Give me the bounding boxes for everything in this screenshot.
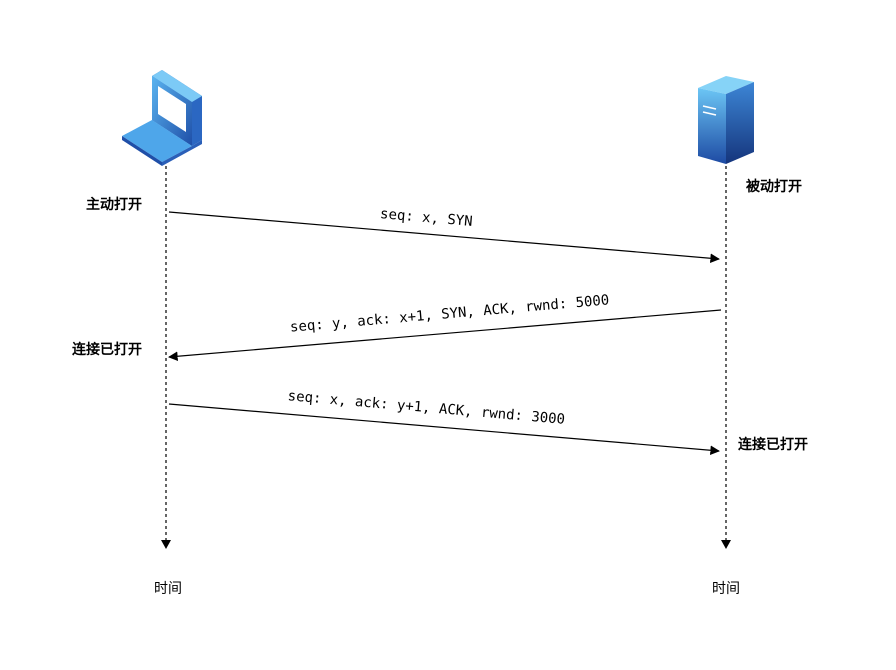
message-arrow-3 [168, 403, 720, 456]
message-arrow-1 [168, 211, 720, 264]
message-label-3: seq: x, ack: y+1, ACK, rwnd: 3000 [287, 388, 566, 428]
client-state-open: 主动打开 [86, 197, 142, 213]
laptop-icon [122, 70, 202, 166]
server-lifeline-arrow [721, 540, 731, 549]
server-state-open: 被动打开 [746, 179, 802, 195]
server-time-label: 时间 [712, 581, 740, 597]
message-label-2: seq: y, ack: x+1, SYN, ACK, rwnd: 5000 [289, 292, 609, 335]
message-arrow-2 [168, 309, 722, 362]
client-state-established: 连接已打开 [72, 342, 142, 358]
client-time-label: 时间 [154, 581, 182, 597]
server-tower-icon [698, 76, 754, 164]
client-lifeline-arrow [161, 540, 171, 549]
message-label-1: seq: x, SYN [379, 206, 473, 230]
server-state-established: 连接已打开 [738, 437, 808, 453]
